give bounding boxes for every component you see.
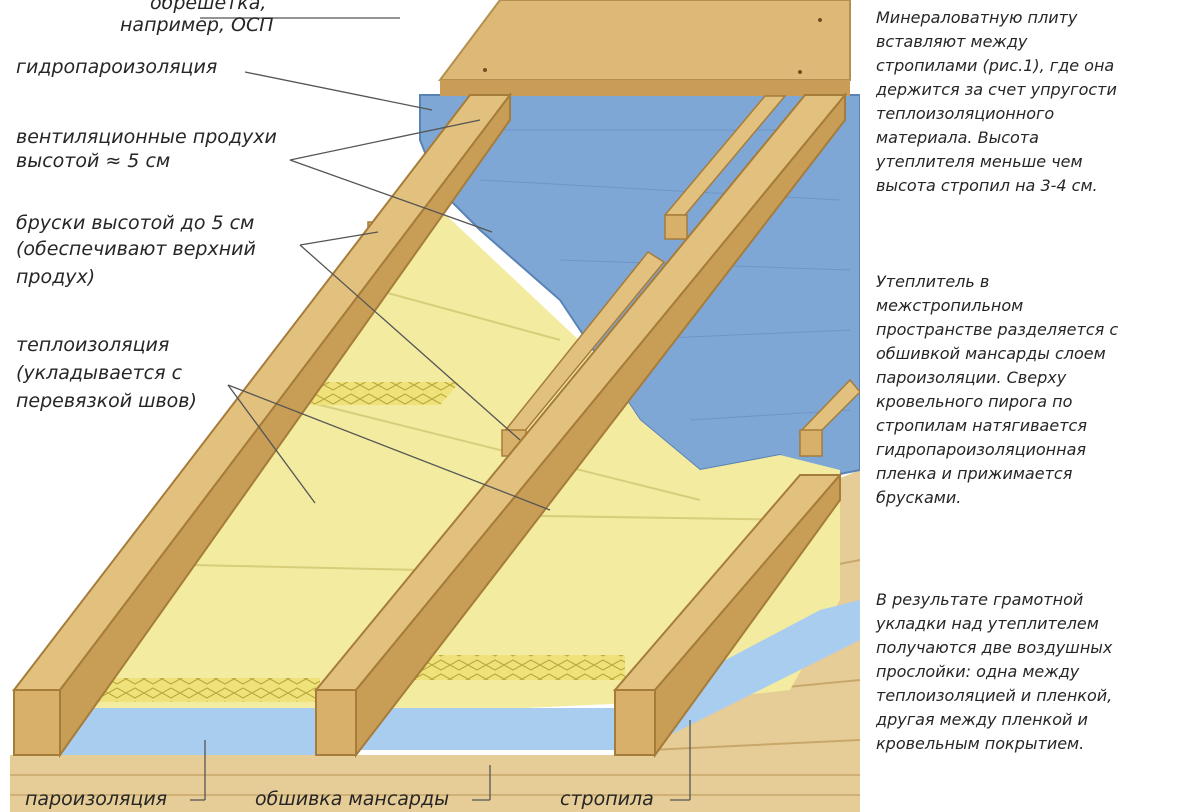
side-text-block-3: В результате грамотной укладки над утепл… xyxy=(876,588,1200,756)
label-insulation: теплоизоляция xyxy=(16,334,170,356)
vapor-barrier-film xyxy=(45,740,320,755)
side-paragraph-1: Минераловатную плиту вставляют между стр… xyxy=(876,8,1117,195)
label-vapor-barrier: пароизоляция xyxy=(25,788,168,810)
label-batten: обрешетка, xyxy=(150,0,267,14)
side-text-block-2: Утеплитель в межстропильном пространстве… xyxy=(876,270,1200,510)
thermal-insulation xyxy=(40,200,840,730)
label-bars: бруски высотой до 5 см xyxy=(16,212,255,234)
label-batten-example: например, ОСП xyxy=(120,14,274,36)
label-insulation-note-end: перевязкой швов) xyxy=(16,390,197,412)
insulation-batt-edge xyxy=(95,678,320,702)
label-vents-height: высотой ≈ 5 см xyxy=(16,150,171,172)
label-bars-note-end: продух) xyxy=(16,266,96,288)
vapor-barrier-film xyxy=(650,600,860,740)
side-paragraph-3: В результате грамотной укладки над утепл… xyxy=(876,590,1113,753)
attic-lining xyxy=(10,755,860,812)
label-vents: вентиляционные продухи xyxy=(16,126,277,148)
label-waterproofing: гидропароизоляция xyxy=(16,56,218,78)
label-insulation-note: (укладывается с xyxy=(16,362,183,384)
insulation-batt-edge xyxy=(398,655,625,680)
insulation-batt-edge xyxy=(312,382,460,405)
vapor-barrier-film xyxy=(355,708,625,750)
osb-sheathing xyxy=(438,0,851,81)
label-attic-lining: обшивка мансарды xyxy=(255,788,450,810)
roof-diagram xyxy=(10,0,860,812)
label-bars-note: (обеспечивают верхний xyxy=(16,238,256,260)
leader-lines xyxy=(190,17,691,801)
side-paragraph-2: Утеплитель в межстропильном пространстве… xyxy=(876,272,1119,507)
label-rafter: стропила xyxy=(560,788,654,810)
rafters xyxy=(11,92,848,759)
osb-sheathing-edge xyxy=(440,80,850,96)
side-text-block-1: Минераловатную плиту вставляют между стр… xyxy=(876,6,1200,198)
vapor-barrier-film xyxy=(60,708,320,742)
